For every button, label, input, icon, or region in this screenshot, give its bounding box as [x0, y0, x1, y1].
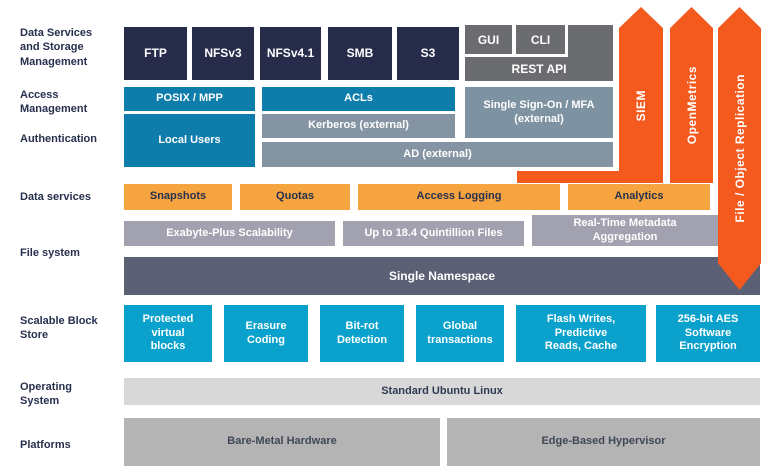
box-ad-external: AD (external)	[262, 142, 613, 167]
box-snapshots: Snapshots	[124, 184, 232, 210]
box-local-users: Local Users	[124, 114, 255, 167]
box-kerberos-external: Kerberos (external)	[262, 114, 455, 138]
box-real-time-metadata-aggregation: Real-Time Metadata Aggregation	[532, 215, 718, 246]
box-quintillion-files: Up to 18.4 Quintillion Files	[343, 221, 524, 246]
box-s3: S3	[397, 27, 459, 80]
box-single-namespace: Single Namespace	[124, 257, 760, 295]
box-standard-ubuntu-linux: Standard Ubuntu Linux	[124, 378, 760, 405]
box-bare-metal-hardware: Bare-Metal Hardware	[124, 418, 440, 466]
box-erasure-coding: Erasure Coding	[224, 305, 308, 362]
box-smb: SMB	[328, 27, 392, 80]
box-access-logging: Access Logging	[358, 184, 560, 210]
box-ftp: FTP	[124, 27, 187, 80]
file-object-replication-arrow-label: File / Object Replication	[732, 74, 747, 223]
row-label-data-services: Data services	[20, 191, 91, 203]
box-edge-based-hypervisor: Edge-Based Hypervisor	[447, 418, 760, 466]
box-protected-virtual-blocks: Protected virtual blocks	[124, 305, 212, 362]
box-analytics: Analytics	[568, 184, 710, 210]
row-label-operating-system: Operating System	[20, 381, 72, 408]
openmetrics-arrow-label: OpenMetrics	[684, 66, 699, 145]
box-256bit-aes-software-encryption: 256-bit AES Software Encryption	[656, 305, 760, 362]
siem-arrow-label: SIEM	[634, 89, 648, 122]
box-gui: GUI	[462, 22, 515, 57]
row-label-file-system: File system	[20, 247, 80, 259]
management-interfaces-group: GUI CLI REST API	[462, 22, 613, 81]
box-nfsv41: NFSv4.1	[260, 27, 321, 80]
row-label-access-management: Access Management	[20, 89, 88, 116]
box-quotas: Quotas	[240, 184, 350, 210]
box-nfsv3: NFSv3	[192, 27, 254, 80]
box-single-sign-on-mfa: Single Sign-On / MFA (external)	[465, 87, 613, 138]
box-exabyte-plus-scalability: Exabyte-Plus Scalability	[124, 221, 335, 246]
row-label-data-services-storage-management: Data Services and Storage Management	[20, 27, 93, 68]
row-label-platforms: Platforms	[20, 439, 71, 451]
siem-arrow: SIEM	[619, 7, 663, 183]
box-rest-api: REST API	[511, 61, 567, 76]
box-global-transactions: Global transactions	[416, 305, 504, 362]
file-object-replication-arrow: File / Object Replication	[718, 7, 761, 290]
box-flash-writes-predictive-reads-cache: Flash Writes, Predictive Reads, Cache	[516, 305, 646, 362]
box-acls: ACLs	[262, 87, 455, 111]
row-label-authentication: Authentication	[20, 133, 97, 145]
row-label-scalable-block-store: Scalable Block Store	[20, 315, 98, 342]
box-bit-rot-detection: Bit-rot Detection	[320, 305, 404, 362]
box-cli: CLI	[513, 22, 568, 57]
openmetrics-arrow: OpenMetrics	[670, 7, 713, 183]
box-posix-mpp: POSIX / MPP	[124, 87, 255, 111]
